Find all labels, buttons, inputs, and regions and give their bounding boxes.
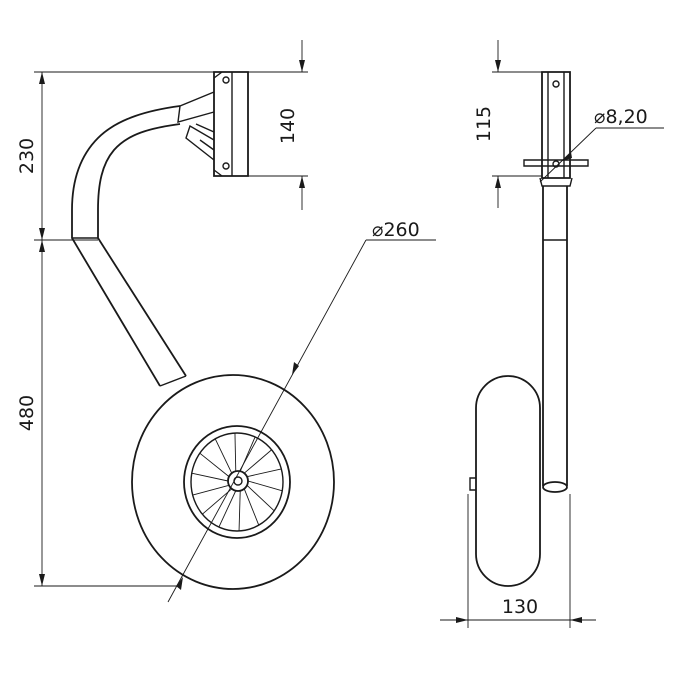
side-tube bbox=[542, 186, 568, 493]
dim-label-130: 130 bbox=[502, 596, 538, 618]
dim-label-230: 230 bbox=[16, 138, 38, 174]
dim-115: 115 bbox=[473, 40, 542, 208]
dim-label-260: ⌀260 bbox=[372, 219, 420, 241]
wheel-spoke bbox=[218, 490, 237, 528]
dim-label-115: 115 bbox=[473, 106, 495, 142]
wheel-front bbox=[131, 374, 335, 590]
dim-diameter-260: ⌀260 bbox=[167, 219, 436, 603]
wheel-spoke bbox=[214, 438, 233, 474]
side-view: 115 ⌀8,20 130 bbox=[440, 40, 664, 628]
dim-140: 140 bbox=[248, 40, 308, 210]
wheel-spoke bbox=[243, 488, 260, 526]
diameter-symbol-small: ⌀ bbox=[594, 106, 605, 128]
wheel-side bbox=[469, 375, 541, 587]
wheel-spoke bbox=[191, 472, 229, 482]
dim-value-260: 260 bbox=[383, 219, 419, 241]
wheel-spoke bbox=[238, 490, 241, 531]
wheel-spokes bbox=[191, 433, 283, 531]
wheel-spoke bbox=[192, 484, 230, 496]
dim-value-8-20: 8,20 bbox=[605, 106, 647, 128]
wheel-spoke bbox=[199, 452, 230, 478]
dim-diameter-8-20: ⌀8,20 bbox=[539, 106, 664, 183]
front-view: 230 480 140 ⌀260 bbox=[16, 40, 436, 603]
wheel-spoke bbox=[246, 468, 282, 478]
tube-arm bbox=[71, 105, 187, 387]
dim-130: 130 bbox=[440, 494, 596, 628]
wheel-spoke bbox=[234, 433, 237, 472]
dim-label-8-20: ⌀8,20 bbox=[594, 106, 648, 128]
dim-label-480: 480 bbox=[16, 395, 38, 431]
wheel-spoke bbox=[243, 449, 272, 474]
wheel-spoke bbox=[202, 488, 233, 515]
dim-480: 480 bbox=[16, 240, 180, 587]
mounting-bracket bbox=[177, 71, 249, 177]
wheel-spoke bbox=[246, 485, 275, 512]
dim-label-140: 140 bbox=[277, 108, 299, 144]
dim-230: 230 bbox=[16, 71, 214, 241]
diameter-symbol: ⌀ bbox=[372, 219, 383, 241]
wheel-spoke bbox=[247, 480, 283, 492]
side-bracket bbox=[523, 71, 589, 187]
